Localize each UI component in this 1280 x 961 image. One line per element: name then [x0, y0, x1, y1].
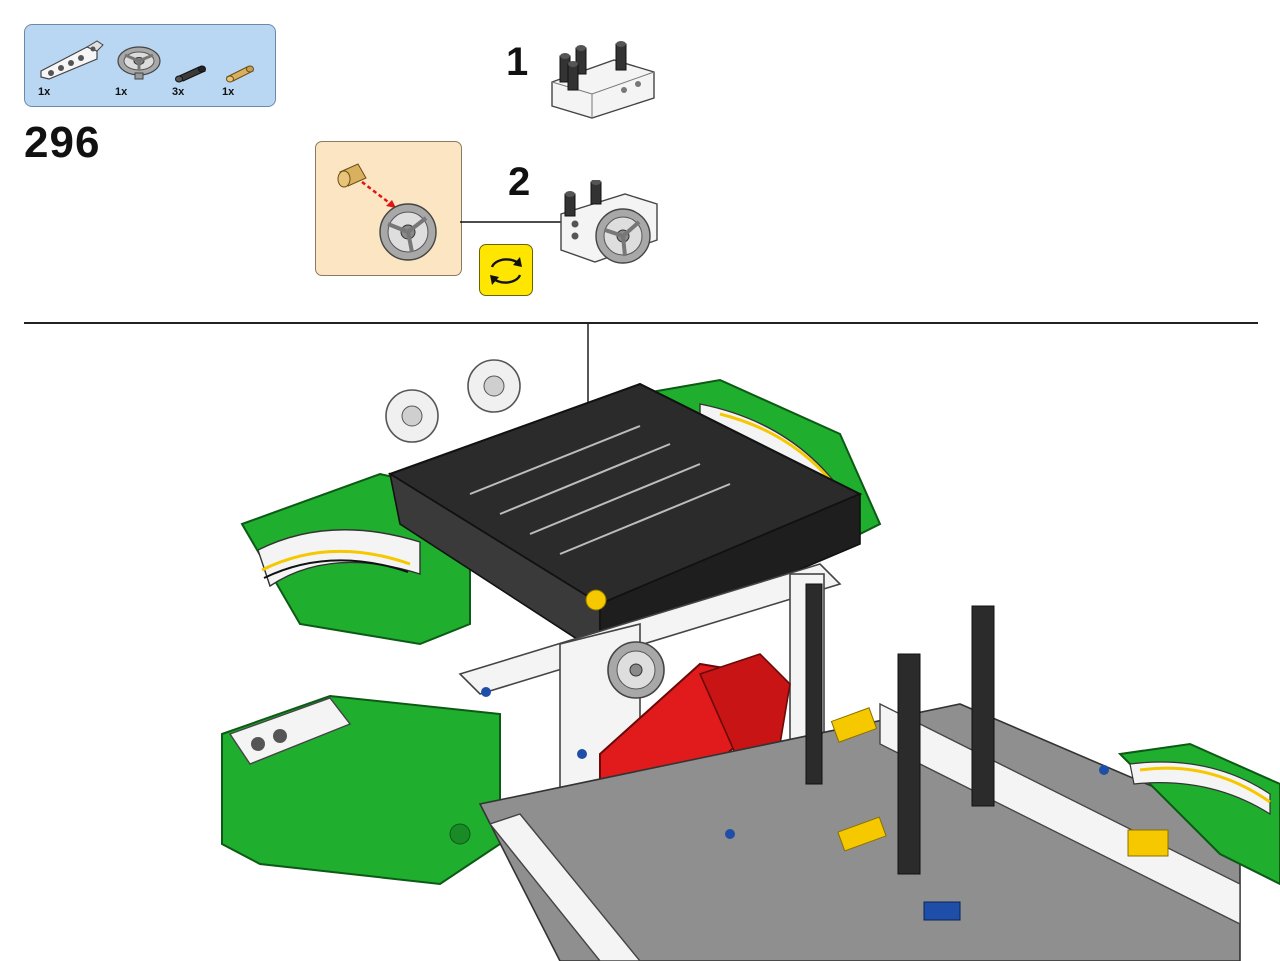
model-assembly-illustration — [0, 324, 1280, 961]
part-qty: 1x — [38, 86, 51, 98]
black-pin-part-icon — [173, 63, 209, 85]
beam-part-icon — [35, 33, 105, 81]
steering-wheel-part-icon — [115, 43, 163, 83]
attach-wheel-callout-icon — [315, 141, 462, 276]
step-divider — [24, 322, 1258, 324]
part-qty: 1x — [115, 86, 128, 98]
sub-step-1-assembly-icon — [548, 38, 660, 120]
part-qty: 3x — [172, 86, 185, 98]
tan-axle-pin-part-icon — [223, 61, 259, 85]
step-number: 296 — [24, 118, 101, 167]
part-qty: 1x — [222, 86, 235, 98]
sub-step-number: 1 — [506, 40, 529, 84]
rotate-model-icon — [479, 244, 533, 296]
parts-list: 1x 1x 3x 1x — [24, 24, 276, 107]
sub-step-2-assembly-icon — [555, 180, 665, 280]
sub-step-number: 2 — [508, 160, 531, 204]
